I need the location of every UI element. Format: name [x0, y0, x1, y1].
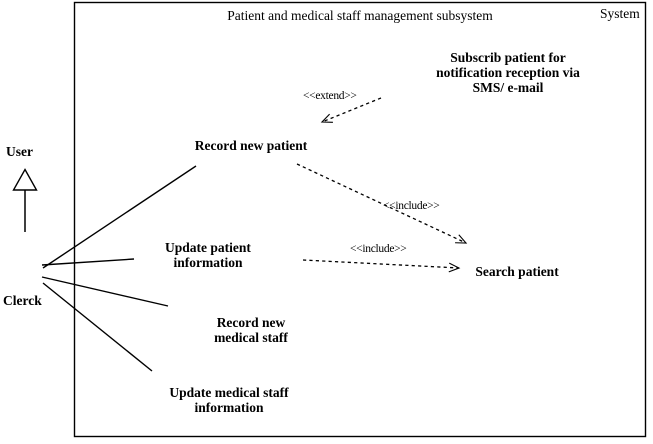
association-clerck-record-new-patient: [42, 165, 197, 269]
actor-user-label[interactable]: User: [6, 144, 33, 159]
stereotype-extend-label: <<extend>>: [303, 90, 357, 102]
include-relationship-arrow-record-to-search: [296, 163, 468, 244]
actor-clerck-label[interactable]: Clerck: [3, 293, 42, 308]
usecase-record-new-patient[interactable]: Record new patient: [194, 138, 308, 153]
usecase-update-medical-staff-information[interactable]: Update medical staff information: [169, 385, 289, 416]
association-clerck-update-medical-staff-information: [42, 282, 153, 372]
system-boundary-title: Patient and medical staff management sub…: [227, 8, 493, 23]
usecase-search-patient[interactable]: Search patient: [475, 264, 559, 279]
actor-user-generalization-arrow: [12, 168, 38, 232]
association-clerck-update-patient-information: [41, 258, 135, 266]
association-lines: [41, 165, 197, 372]
extend-relationship-arrow: [320, 97, 382, 123]
stereotype-include-label-update-to-search: <<include>>: [350, 243, 407, 255]
include-relationship-arrow-update-to-search: [302, 259, 461, 273]
usecase-record-new-medical-staff[interactable]: Record new medical staff: [214, 315, 288, 346]
stereotype-include-label-record-to-search: <<include>>: [383, 200, 440, 212]
association-clerck-record-new-medical-staff: [41, 276, 169, 307]
usecase-subscribe-notification[interactable]: Subscrib patient for notification recept…: [436, 50, 580, 96]
system-label: System: [600, 6, 640, 21]
usecase-update-patient-information[interactable]: Update patient information: [165, 240, 251, 271]
system-boundary-box: [73, 1, 647, 438]
